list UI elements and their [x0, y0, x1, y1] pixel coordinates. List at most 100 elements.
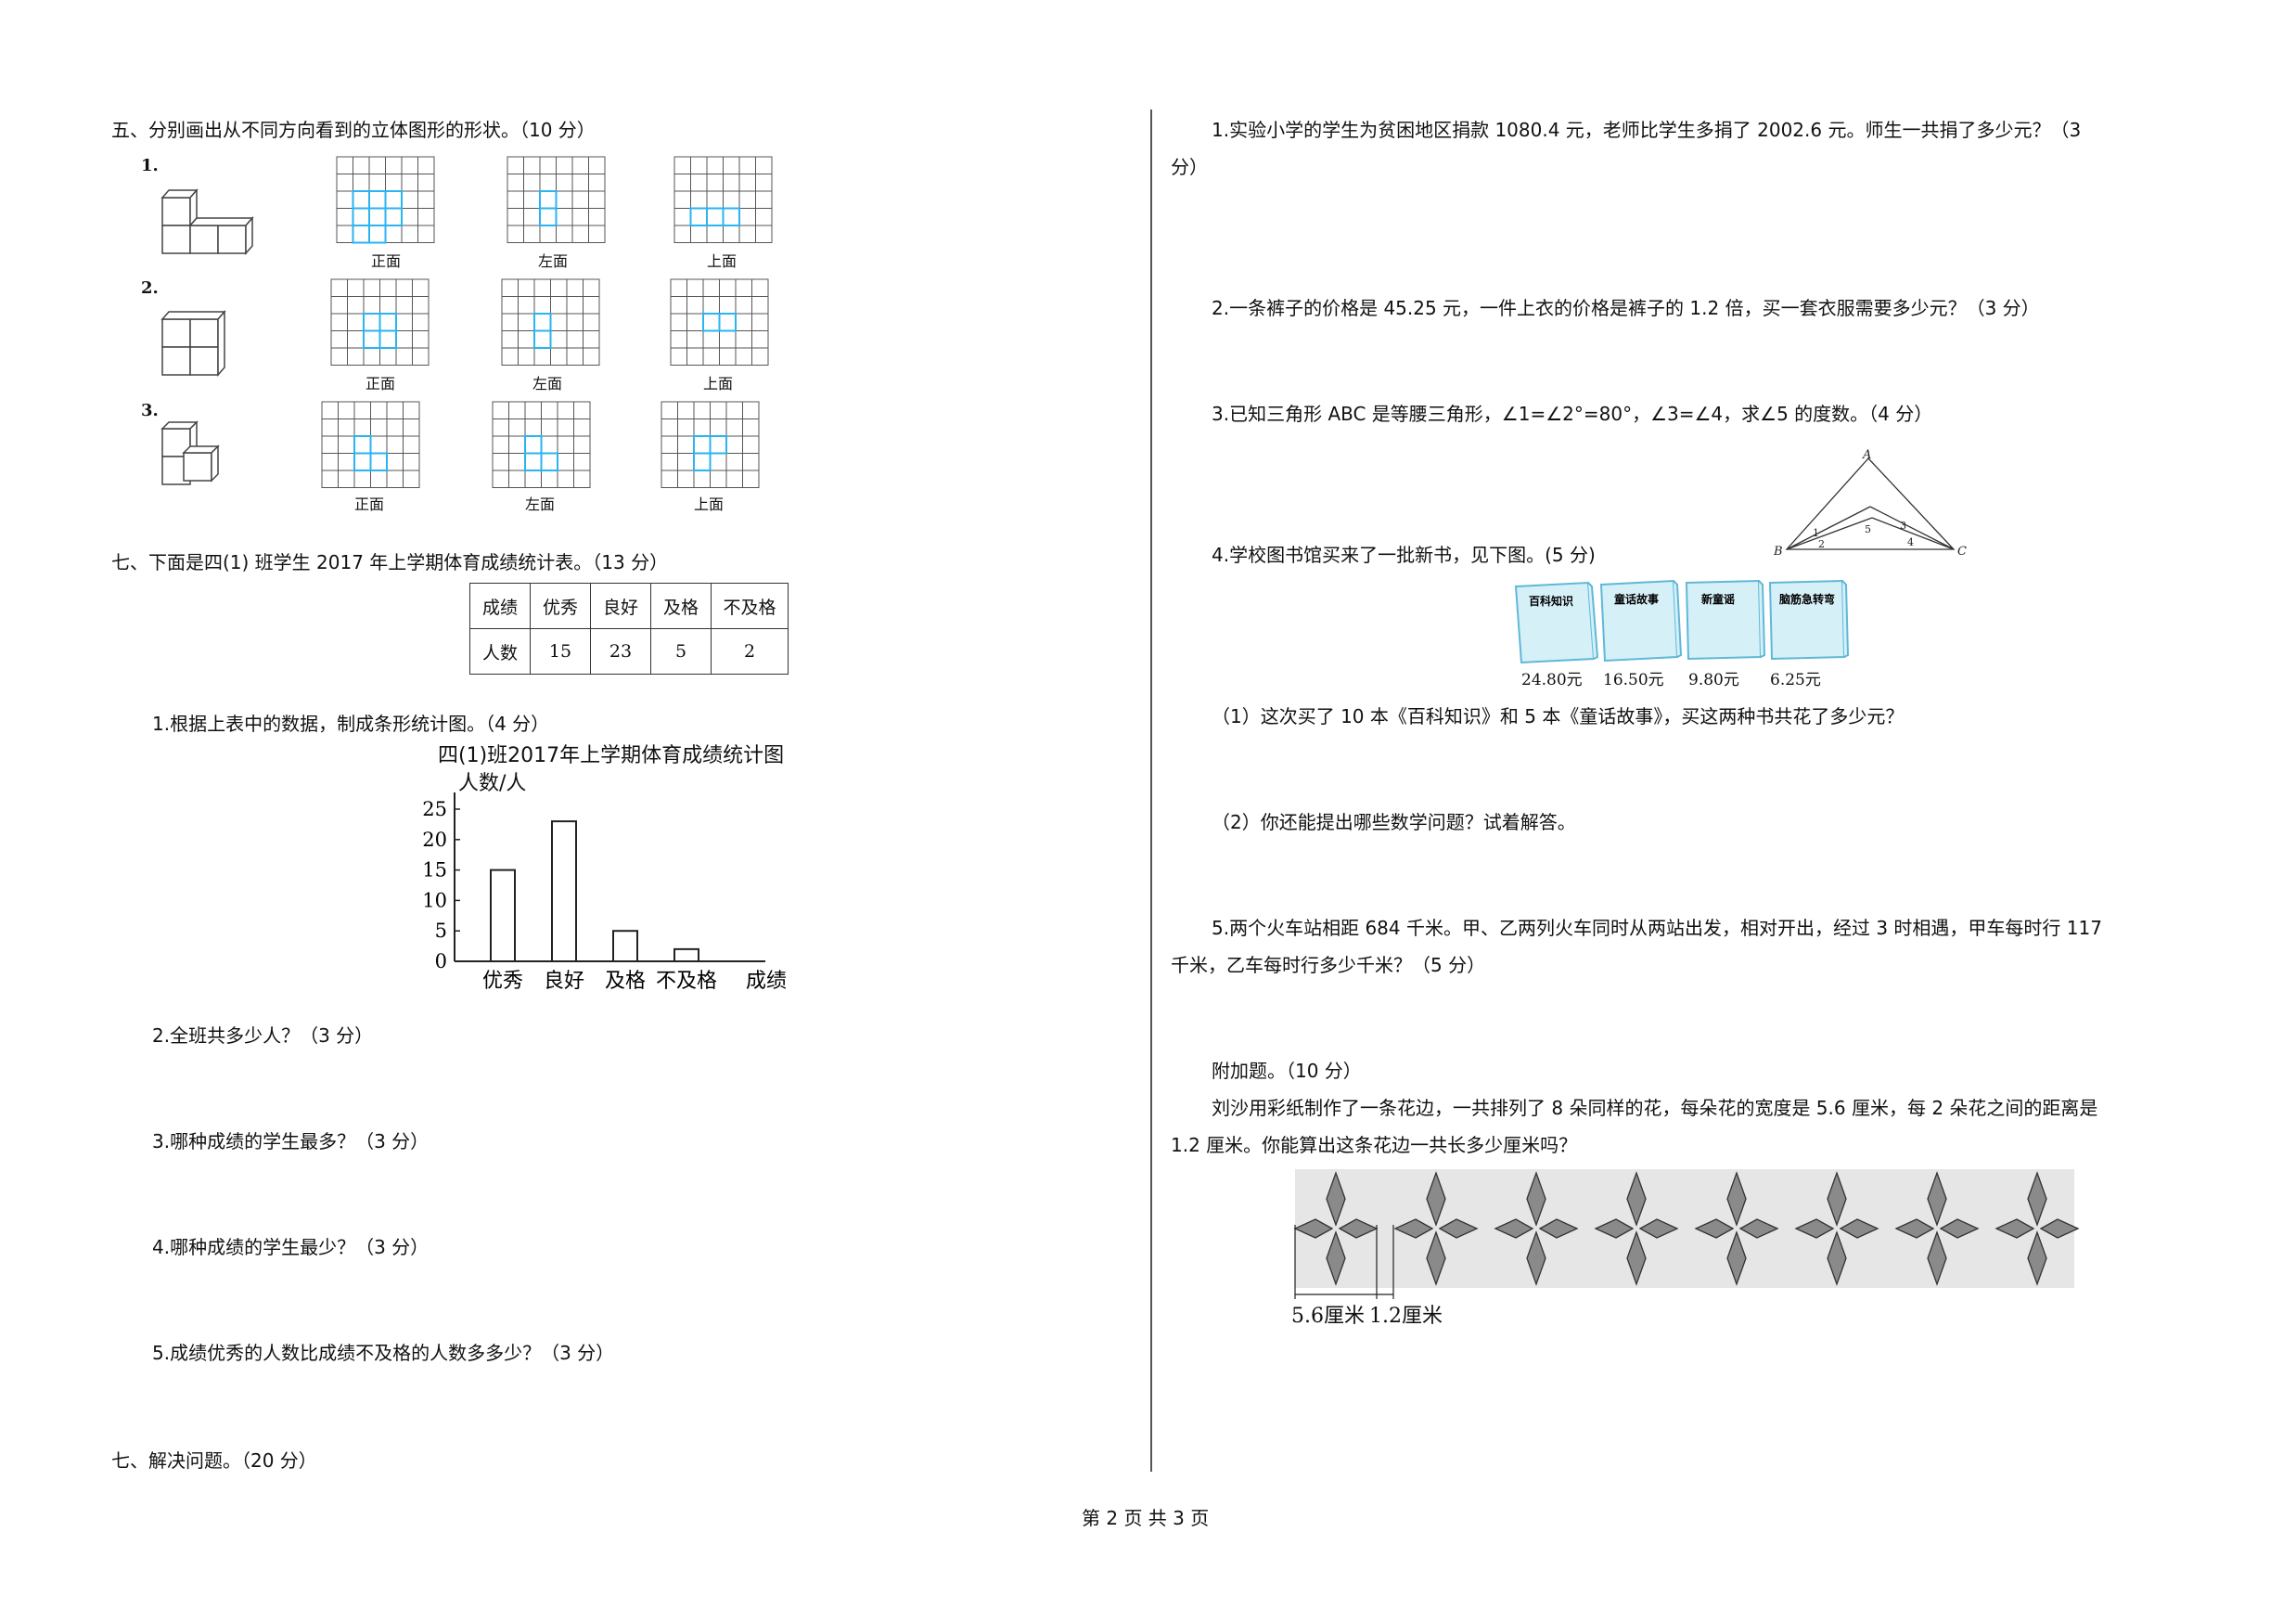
problem-4-2: （2）你还能提出哪些数学问题？试着解答。 — [1212, 811, 1576, 833]
flower — [1293, 1171, 1379, 1286]
problem-5-cont: 千米，乙车每时行多少千米？（5 分） — [1171, 954, 1486, 976]
book-price-2: 16.50元 — [1603, 671, 1664, 689]
table-header-row: 成绩 优秀 良好 及格 不及格 — [469, 583, 789, 629]
flower-gap-label: 1.2厘米 — [1369, 1305, 1443, 1328]
section-7-title: 七、下面是四(1) 班学生 2017 年上学期体育成绩统计表。（13 分） — [111, 551, 669, 573]
column-divider — [1150, 109, 1152, 1472]
chart-y-tick-label: 15 — [422, 859, 447, 882]
problem-2: 2.一条裤子的价格是 45.25 元，一件上衣的价格是裤子的 1.2 倍，买一套… — [1212, 297, 2040, 319]
grid-row3-left[interactable] — [492, 401, 592, 490]
problem-1-cont: 分） — [1171, 156, 1208, 178]
solid-figure-1 — [160, 188, 254, 255]
label-row3-left: 左面 — [525, 496, 556, 513]
table-cell: 2 — [711, 628, 789, 675]
question-1: 1.根据上表中的数据，制成条形统计图。（4 分） — [152, 713, 550, 735]
question-2: 2.全班共多少人？（3 分） — [152, 1024, 374, 1047]
book-title-2: 童话故事 — [1614, 592, 1659, 606]
bonus-title: 附加题。（10 分） — [1212, 1060, 1362, 1082]
label-row1-front: 正面 — [371, 252, 402, 270]
book-title-4: 脑筋急转弯 — [1778, 592, 1835, 606]
table-header-cell: 成绩 — [469, 583, 531, 629]
flower-border-figure — [1293, 1169, 2080, 1299]
triangle-label-c: C — [1957, 545, 1967, 559]
table-header-cell: 不及格 — [711, 583, 789, 629]
problem-5: 5.两个火车站相距 684 千米。甲、乙两列火车同时从两站出发，相对开出，经过 … — [1212, 917, 2102, 939]
book-title-3: 新童谣 — [1701, 592, 1735, 606]
row-2-number: 2. — [141, 278, 159, 298]
table-header-cell: 良好 — [590, 583, 651, 629]
table-cell: 23 — [590, 628, 651, 675]
table-header-cell: 优秀 — [530, 583, 591, 629]
label-row1-top: 上面 — [707, 252, 738, 270]
chart-y-tick-label: 25 — [422, 798, 447, 820]
solid-figure-2 — [160, 310, 226, 377]
flower — [1694, 1171, 1779, 1286]
book-price-4: 6.25元 — [1770, 671, 1821, 689]
flower — [1494, 1171, 1579, 1286]
grid-row2-front[interactable] — [330, 278, 430, 367]
stats-table: 成绩 优秀 良好 及格 不及格 人数 15 23 5 2 — [469, 583, 789, 675]
table-row-label: 人数 — [469, 628, 531, 675]
angle-2-label: 2 — [1818, 538, 1825, 550]
table-cell: 15 — [530, 628, 591, 675]
label-row2-left: 左面 — [532, 375, 563, 393]
label-row3-front: 正面 — [354, 496, 385, 513]
grid-row2-left[interactable] — [501, 278, 601, 367]
grid-row1-left[interactable] — [507, 156, 607, 245]
grid-row1-front[interactable] — [336, 156, 436, 245]
solid-figure-3 — [160, 420, 220, 485]
flower — [1594, 1171, 1679, 1286]
flower-width-label: 5.6厘米 — [1291, 1305, 1365, 1328]
angle-3-label: 3 — [1900, 520, 1906, 532]
row-1-number: 1. — [141, 156, 159, 175]
page-footer: 第 2 页 共 3 页 — [1082, 1507, 1210, 1529]
books-figure: 百科知识 童话故事 新童谣 脑筋急转弯 — [1514, 579, 1850, 664]
chart-bar — [551, 820, 577, 963]
chart-xlabel: 成绩 — [746, 970, 787, 993]
label-row2-front: 正面 — [366, 375, 396, 393]
grid-row3-top[interactable] — [661, 401, 761, 490]
bar-chart: 0510152025优秀良好及格不及格成绩 — [422, 792, 787, 993]
grid-row1-top[interactable] — [673, 156, 774, 245]
table-row: 人数 15 23 5 2 — [469, 628, 789, 675]
bonus-text: 刘沙用彩纸制作了一条花边，一共排列了 8 朵同样的花，每朵花的宽度是 5.6 厘… — [1212, 1097, 2098, 1119]
problem-4: 4.学校图书馆买来了一批新书，见下图。(5 分) — [1212, 544, 1596, 566]
flower — [1995, 1171, 2080, 1286]
chart-title: 四(1)班2017年上学期体育成绩统计图 — [438, 744, 785, 767]
chart-y-tick-label: 10 — [422, 889, 447, 911]
chart-category-label: 及格 — [605, 970, 646, 993]
flower — [1393, 1171, 1479, 1286]
chart-category-label: 良好 — [544, 970, 584, 993]
book-price-3: 9.80元 — [1688, 671, 1739, 689]
chart-bar — [612, 930, 638, 962]
grid-row2-top[interactable] — [670, 278, 770, 367]
table-header-cell: 及格 — [650, 583, 712, 629]
section-7b-title: 七、解决问题。（20 分） — [111, 1449, 317, 1472]
chart-category-label: 优秀 — [482, 970, 523, 993]
flower — [1794, 1171, 1879, 1286]
angle-4-label: 4 — [1907, 536, 1914, 548]
grid-row3-front[interactable] — [321, 401, 421, 490]
triangle-label-b: B — [1773, 545, 1783, 559]
label-row2-top: 上面 — [703, 375, 734, 393]
question-3: 3.哪种成绩的学生最多？（3 分） — [152, 1130, 430, 1152]
table-cell: 5 — [650, 628, 712, 675]
label-row1-left: 左面 — [538, 252, 569, 270]
bonus-text-cont: 1.2 厘米。你能算出这条花边一共长多少厘米吗？ — [1171, 1134, 1578, 1156]
label-row3-top: 上面 — [694, 496, 725, 513]
chart-y-tick-label: 20 — [422, 829, 447, 851]
chart-y-tick-label: 0 — [435, 950, 447, 972]
chart-ylabel: 人数/人 — [458, 772, 527, 795]
book-title-1: 百科知识 — [1529, 594, 1573, 608]
section-5-title: 五、分别画出从不同方向看到的立体图形的形状。（10 分） — [111, 119, 596, 141]
book-price-1: 24.80元 — [1521, 671, 1583, 689]
angle-1-label: 1 — [1813, 527, 1819, 539]
angle-5-label: 5 — [1865, 523, 1871, 535]
triangle-label-a: A — [1862, 448, 1871, 462]
problem-1: 1.实验小学的学生为贫困地区捐款 1080.4 元，老师比学生多捐了 2002.… — [1212, 119, 2082, 141]
triangle-figure: A B C 1 2 3 4 5 — [1773, 448, 1967, 559]
row-3-number: 3. — [141, 401, 159, 420]
question-5: 5.成绩优秀的人数比成绩不及格的人数多多少？（3 分） — [152, 1342, 615, 1364]
problem-3: 3.已知三角形 ABC 是等腰三角形，∠1=∠2°=80°，∠3=∠4，求∠5 … — [1212, 403, 1933, 425]
chart-bar — [490, 869, 516, 962]
